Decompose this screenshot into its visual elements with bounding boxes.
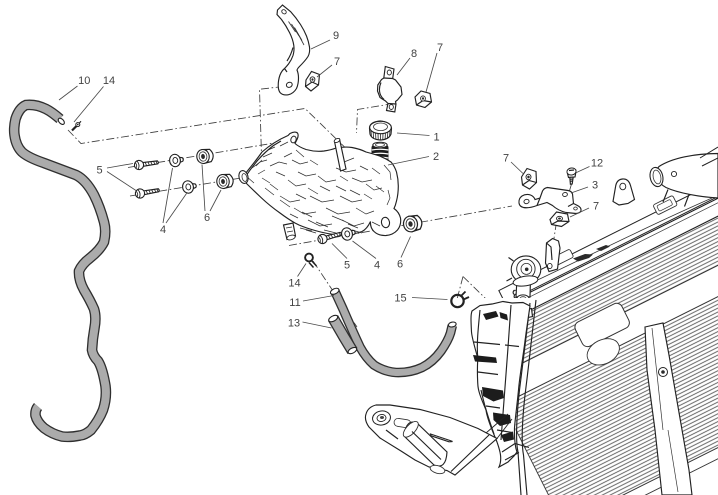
svg-text:4: 4 xyxy=(160,224,166,236)
svg-text:12: 12 xyxy=(591,158,603,170)
svg-text:15: 15 xyxy=(394,293,406,305)
svg-text:4: 4 xyxy=(374,260,380,272)
svg-text:9: 9 xyxy=(333,30,339,42)
svg-text:2: 2 xyxy=(433,151,439,163)
svg-text:14: 14 xyxy=(288,278,300,290)
svg-text:6: 6 xyxy=(204,212,210,224)
svg-text:7: 7 xyxy=(334,56,340,68)
svg-text:3: 3 xyxy=(592,180,598,192)
svg-text:11: 11 xyxy=(289,297,300,309)
svg-text:8: 8 xyxy=(411,48,417,60)
svg-text:5: 5 xyxy=(97,165,103,177)
svg-text:6: 6 xyxy=(397,259,403,271)
svg-text:1: 1 xyxy=(433,132,439,144)
svg-text:5: 5 xyxy=(344,260,350,272)
svg-text:7: 7 xyxy=(437,42,443,54)
svg-text:13: 13 xyxy=(288,318,300,330)
svg-text:10: 10 xyxy=(78,75,90,87)
svg-text:14: 14 xyxy=(103,75,115,87)
svg-text:7: 7 xyxy=(503,153,509,165)
svg-text:7: 7 xyxy=(593,201,599,213)
